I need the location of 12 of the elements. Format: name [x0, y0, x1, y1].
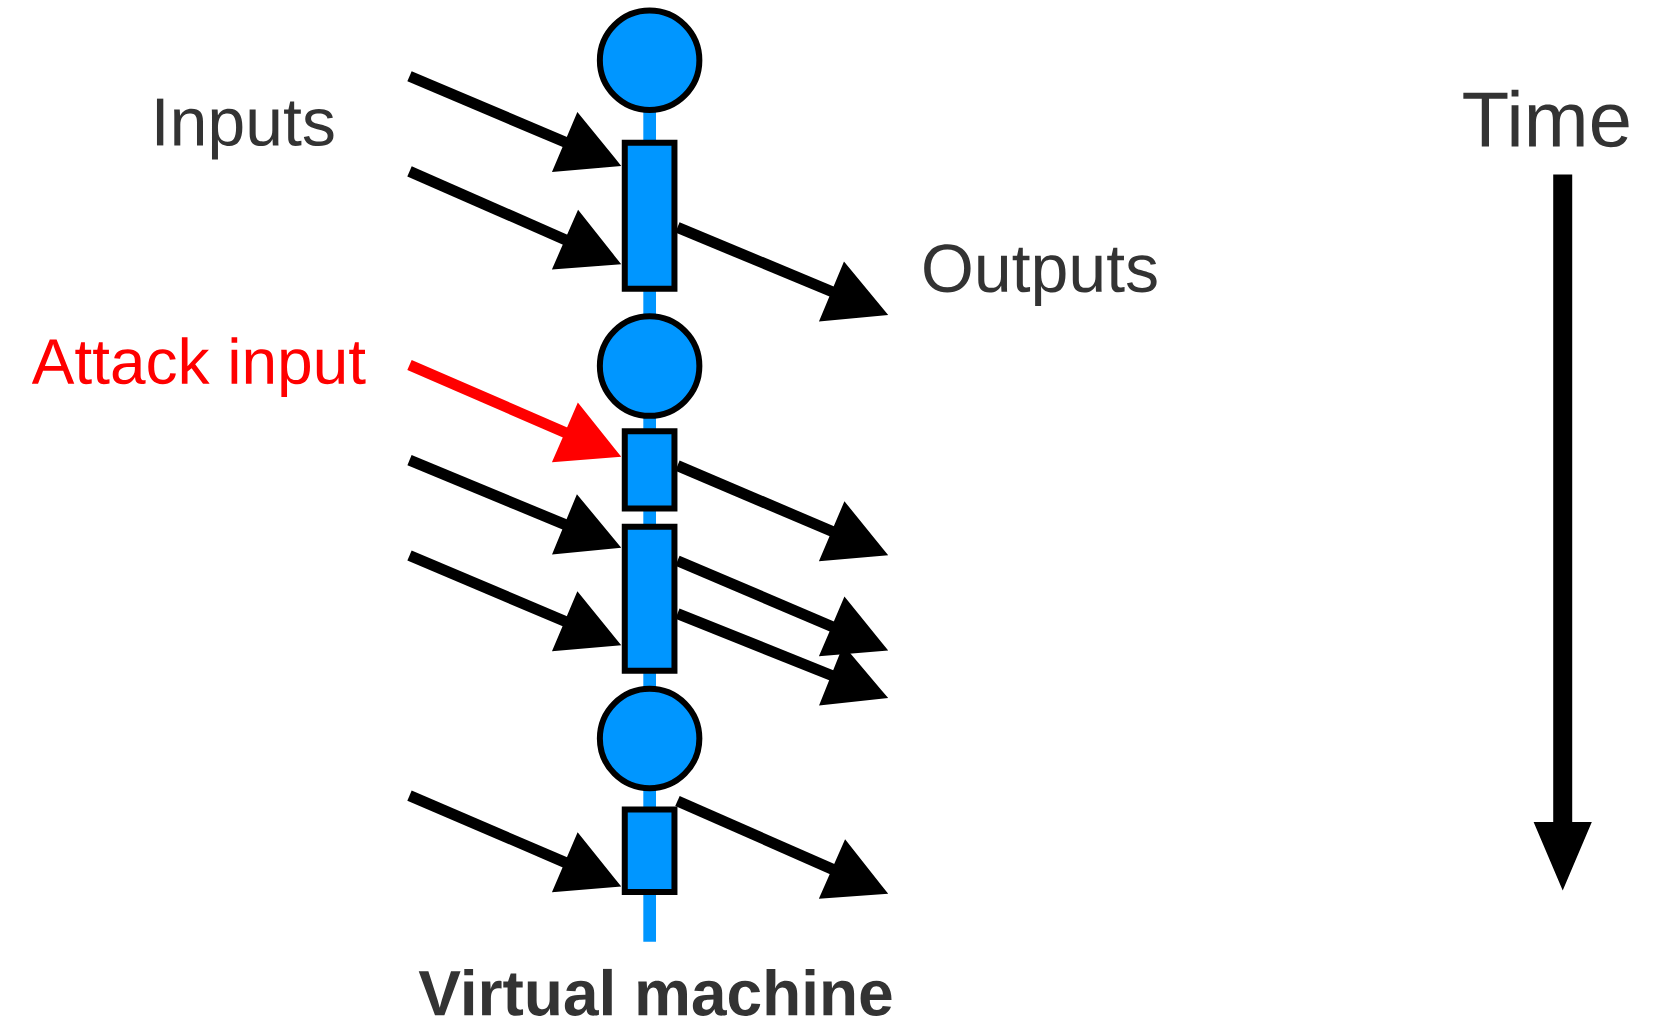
process-box: [621, 139, 678, 292]
state-circle: [596, 685, 703, 792]
process-box: [621, 523, 678, 674]
process-box: [621, 428, 678, 512]
process-box: [621, 806, 678, 895]
state-circle: [596, 7, 703, 114]
label: Inputs: [156, 98, 334, 160]
label: Attack input: [31, 337, 366, 397]
label: Time: [1463, 89, 1629, 148]
state-circle: [596, 313, 703, 419]
label: Virtual machine: [418, 968, 892, 1016]
label: Outputs: [924, 244, 1157, 306]
